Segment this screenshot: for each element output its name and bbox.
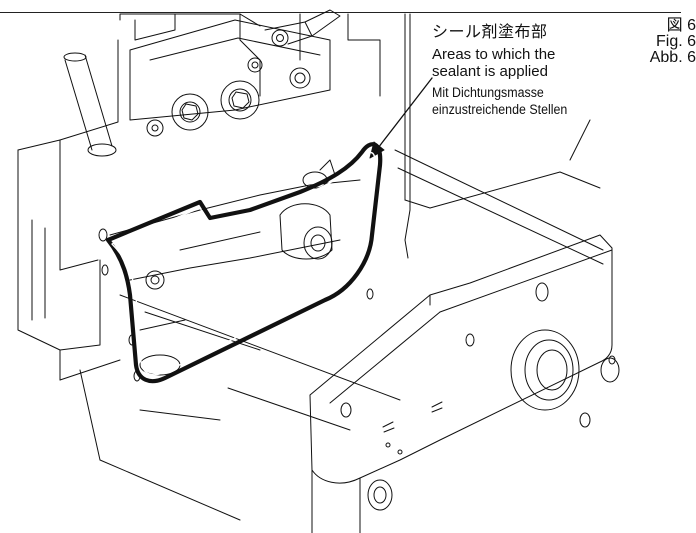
callout-english-line2: sealant is applied bbox=[432, 63, 548, 80]
right-bracket bbox=[309, 234, 620, 533]
sealant-outline bbox=[105, 142, 383, 384]
technical-drawing bbox=[17, 9, 620, 533]
misc-holes bbox=[98, 228, 374, 382]
header-rule bbox=[0, 12, 681, 13]
left-wall bbox=[17, 209, 121, 381]
cable bbox=[63, 52, 117, 157]
upper-block bbox=[129, 19, 331, 137]
sealant-callout: シール剤塗布部 Areas to which the sealant is ap… bbox=[432, 24, 642, 118]
lever bbox=[264, 9, 341, 47]
housing-outline bbox=[17, 13, 601, 271]
callout-english-line1: Areas to which the bbox=[432, 46, 556, 63]
inner-casting bbox=[109, 159, 361, 376]
callout-german-line2: einzustreichende Stellen bbox=[432, 102, 568, 117]
callout-japanese: シール剤塗布部 bbox=[432, 22, 548, 41]
figure-label-en: Fig. 6 bbox=[655, 33, 696, 50]
figure-label: 図 6 Fig. 6 Abb. 6 bbox=[636, 18, 696, 66]
callout-german-line1: Mit Dichtungsmasse bbox=[432, 85, 544, 100]
figure-label-jp: 図 6 bbox=[666, 17, 696, 34]
figure-label-de: Abb. 6 bbox=[649, 49, 696, 66]
frame-rails bbox=[79, 149, 604, 521]
